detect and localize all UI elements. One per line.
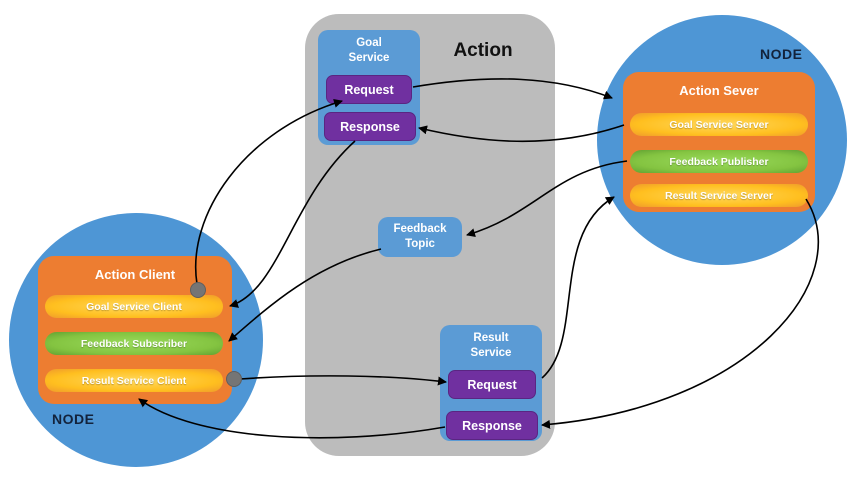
action-client-title: Action Client <box>94 267 176 282</box>
result-service-box: Result Service Request Response <box>440 325 542 441</box>
client-node-label: NODE <box>52 411 95 427</box>
goal-service-client-pill: Goal Service Client <box>45 295 223 318</box>
result-service-client-pill: Result Service Client <box>45 369 223 392</box>
feedback-subscriber-pill: Feedback Subscriber <box>45 332 223 355</box>
result-request-box: Request <box>448 370 536 399</box>
result-service-title: Result Service <box>470 332 512 359</box>
feedback-topic-box: Feedback Topic <box>378 217 462 257</box>
server-node-label: NODE <box>760 46 803 62</box>
feedback-publisher-pill: Feedback Publisher <box>630 150 808 173</box>
goal-response-box: Response <box>324 112 416 141</box>
result-service-server-pill: Result Service Server <box>630 184 808 207</box>
goal-service-box: Goal Service Request Response <box>318 30 420 145</box>
action-group-title: Action <box>453 40 513 61</box>
action-server-title: Action Sever <box>679 83 759 98</box>
action-server-box: Action Sever Goal Service Server Feedbac… <box>623 72 815 212</box>
goal-request-box: Request <box>326 75 412 104</box>
result-response-box: Response <box>446 411 538 440</box>
feedback-topic-title: Feedback Topic <box>393 223 447 250</box>
action-client-box: Action Client Goal Service Client Feedba… <box>38 256 232 404</box>
goal-service-title: Goal Service <box>348 37 390 64</box>
goal-service-server-pill: Goal Service Server <box>630 113 808 136</box>
